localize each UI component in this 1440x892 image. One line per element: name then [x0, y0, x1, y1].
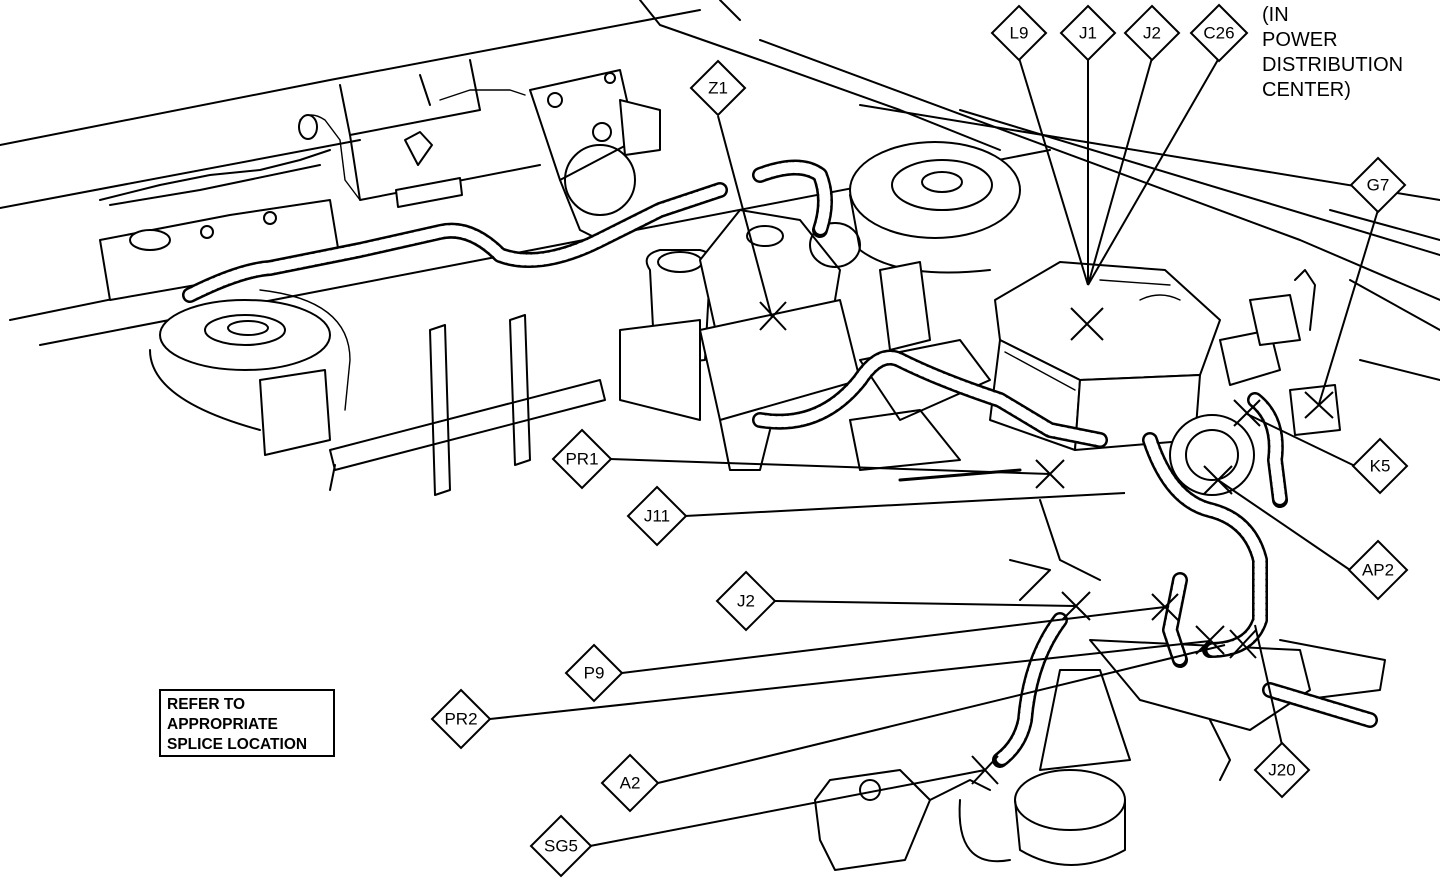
callout-p9: P9	[564, 643, 624, 703]
callout-j20-label: J20	[1268, 761, 1295, 780]
callout-sg5: SG5	[529, 814, 593, 878]
pdc-note-line: DISTRIBUTION	[1262, 54, 1404, 76]
callout-j1: J1	[1059, 4, 1117, 62]
callout-pr1-label: PR1	[565, 450, 598, 469]
splice-x-sg5	[971, 755, 999, 785]
splice-x-j2	[1061, 591, 1091, 621]
callout-pr1: PR1	[551, 428, 613, 490]
splice-x-k5	[1233, 399, 1261, 427]
callout-c26: C26	[1189, 3, 1249, 63]
callout-sg5-label: SG5	[544, 837, 578, 856]
callout-z1-label: Z1	[708, 79, 728, 98]
callout-j11-label: J11	[644, 507, 670, 526]
splice-marks	[759, 301, 1334, 785]
callout-pr2-label: PR2	[444, 710, 477, 729]
splice-x-j20	[1229, 629, 1257, 659]
callout-k5-label: K5	[1370, 457, 1391, 476]
pdc-note-line: (IN	[1262, 4, 1289, 26]
callout-j2-lower-label: J2	[737, 592, 755, 611]
callout-p9-label: P9	[584, 664, 605, 683]
callout-l9: L9	[990, 4, 1048, 62]
callout-z1: Z1	[689, 59, 747, 117]
callout-j20: J20	[1253, 741, 1311, 799]
callout-j2-top: J2	[1123, 4, 1181, 62]
splice-x-pdc	[1070, 307, 1104, 341]
refer-splice-location-note: REFER TO APPROPRIATE SPLICE LOCATION	[159, 689, 335, 757]
pdc-note-line: POWER	[1262, 29, 1338, 51]
splice-x-ap2	[1203, 465, 1233, 495]
callout-j2-lower: J2	[715, 570, 777, 632]
refer-note-line: APPROPRIATE	[167, 716, 278, 733]
callout-c26-label: C26	[1203, 24, 1234, 43]
refer-note-line: REFER TO	[167, 696, 246, 713]
power-distribution-center-note: (IN POWER DISTRIBUTION CENTER)	[1262, 3, 1432, 103]
splice-x-p9	[1151, 593, 1179, 621]
pdc-note-line: CENTER)	[1262, 79, 1351, 101]
splice-x-z1	[759, 301, 787, 331]
callout-a2-label: A2	[620, 774, 641, 793]
callout-ap2: AP2	[1347, 539, 1409, 601]
splice-x-pr1	[1035, 459, 1065, 489]
callout-pr2: PR2	[430, 688, 492, 750]
callout-k5: K5	[1351, 437, 1409, 495]
splice-x-g7	[1304, 391, 1334, 419]
callout-g7-label: G7	[1367, 176, 1390, 195]
leader-lines	[489, 57, 1379, 847]
callout-j11: J11	[626, 485, 688, 547]
refer-note-line: SPLICE LOCATION	[167, 736, 308, 753]
callout-j1-label: J1	[1079, 24, 1097, 43]
splice-x-pr2	[1195, 625, 1225, 655]
callout-g7: G7	[1349, 156, 1407, 214]
callout-ap2-label: AP2	[1362, 561, 1394, 580]
callout-a2: A2	[600, 753, 660, 813]
callout-l9-label: L9	[1010, 24, 1029, 43]
callout-j2-top-label: J2	[1143, 24, 1161, 43]
